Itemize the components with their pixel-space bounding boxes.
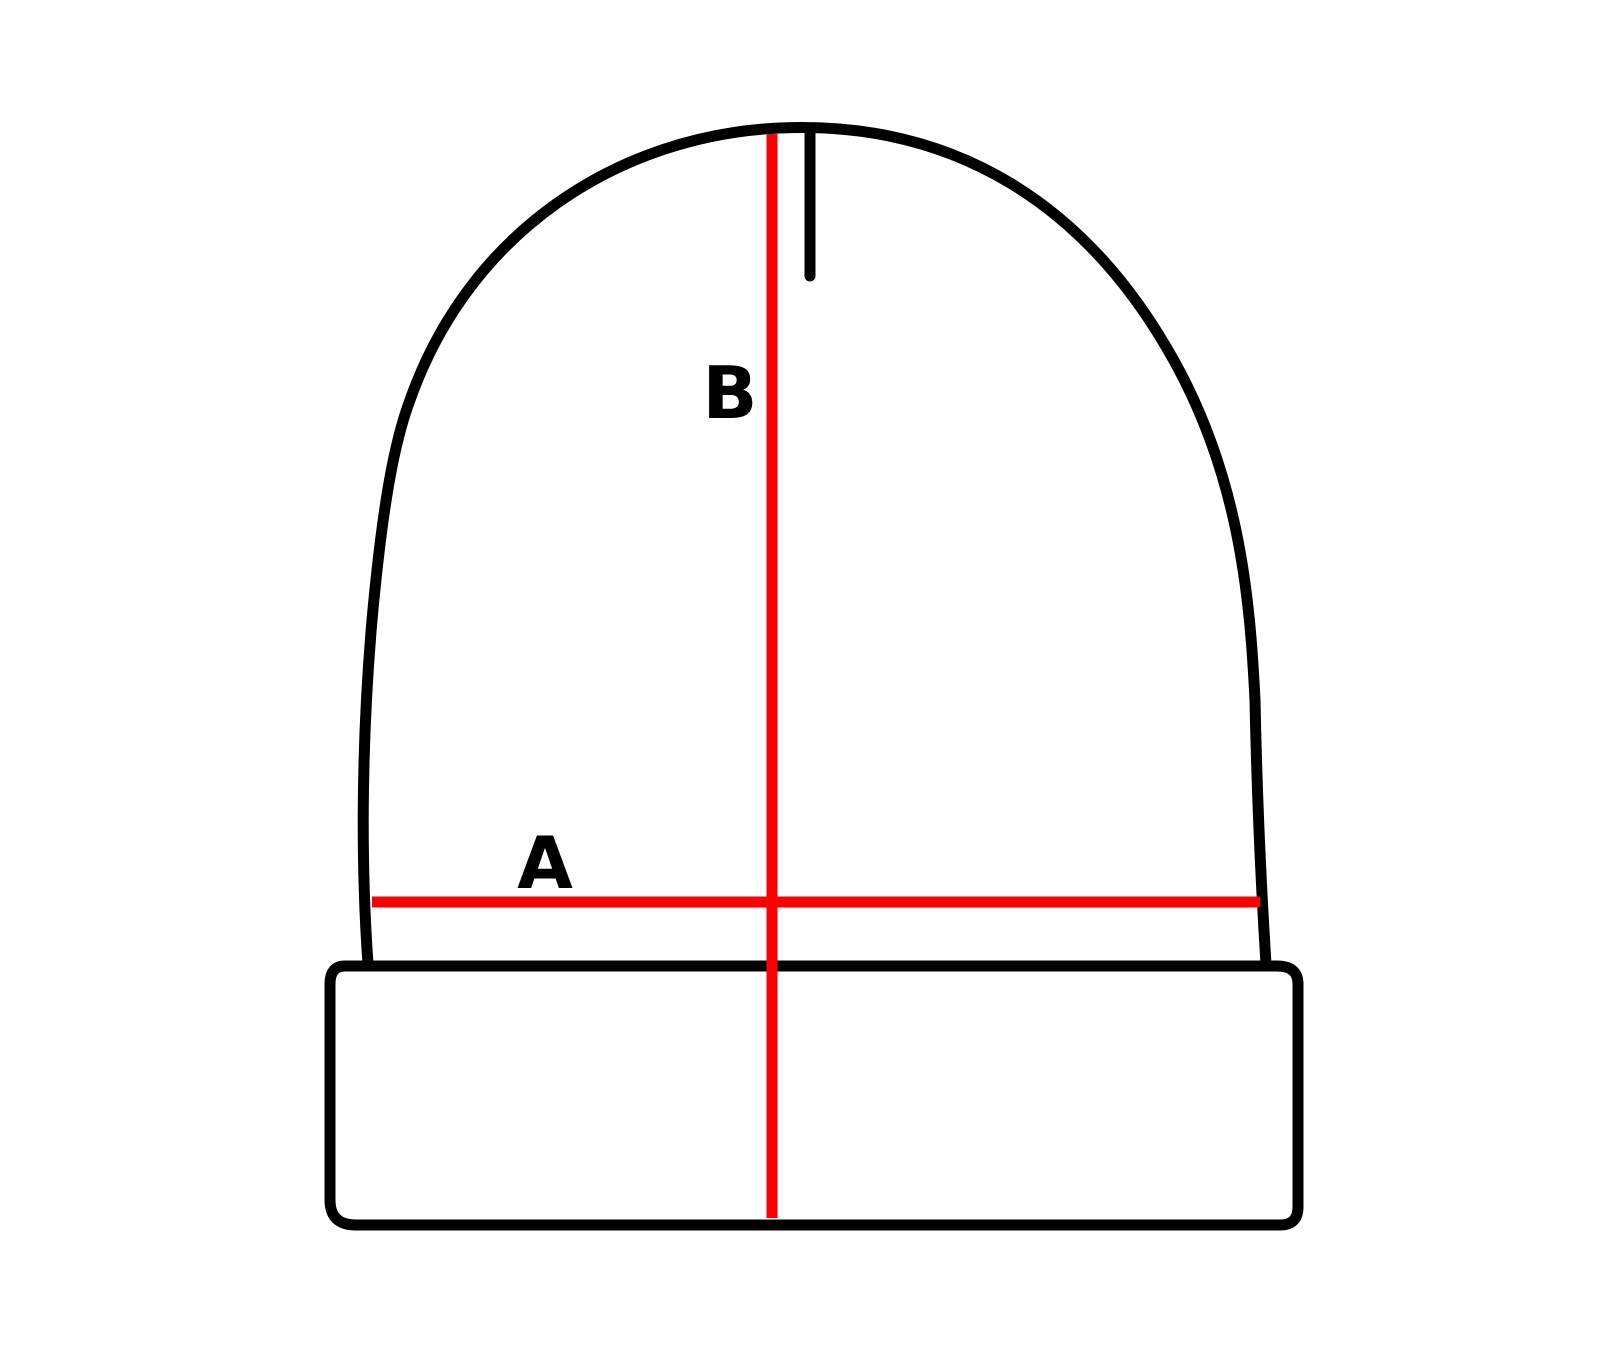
measurement-b-label: B	[703, 351, 758, 435]
measurement-a-label: A	[517, 821, 573, 905]
beanie-crown-outline	[357, 122, 1272, 970]
beanie-cuff-outline	[324, 960, 1304, 1231]
